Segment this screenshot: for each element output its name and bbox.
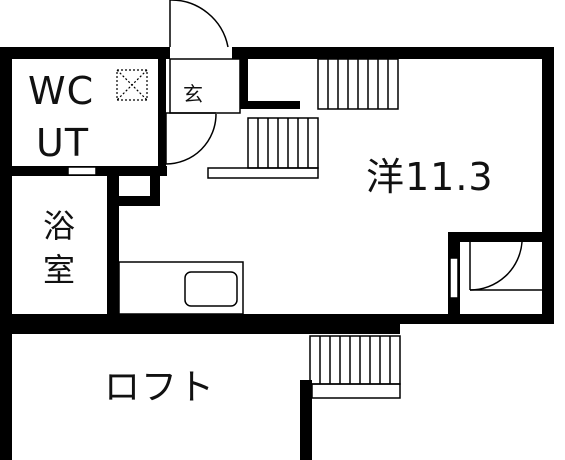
bathroom-label-1: 浴 — [43, 207, 76, 245]
wc-door — [165, 112, 217, 165]
openings — [67, 47, 459, 299]
kitchen-counter — [118, 261, 244, 315]
closet-door — [469, 241, 542, 291]
stairs-upper — [317, 58, 399, 110]
vent-fan-icon — [116, 69, 148, 101]
bathroom-label-2: 室 — [43, 251, 76, 289]
loft-label: ロフト — [104, 367, 216, 408]
outer-walls — [0, 47, 554, 460]
entrance-label: 玄 — [183, 82, 203, 106]
wc-label: WC — [28, 69, 95, 113]
stairs-loft — [309, 335, 401, 399]
ut-label: UT — [36, 121, 90, 165]
western-room-label: 洋11.3 — [366, 155, 494, 199]
stairs-middle — [207, 117, 319, 179]
